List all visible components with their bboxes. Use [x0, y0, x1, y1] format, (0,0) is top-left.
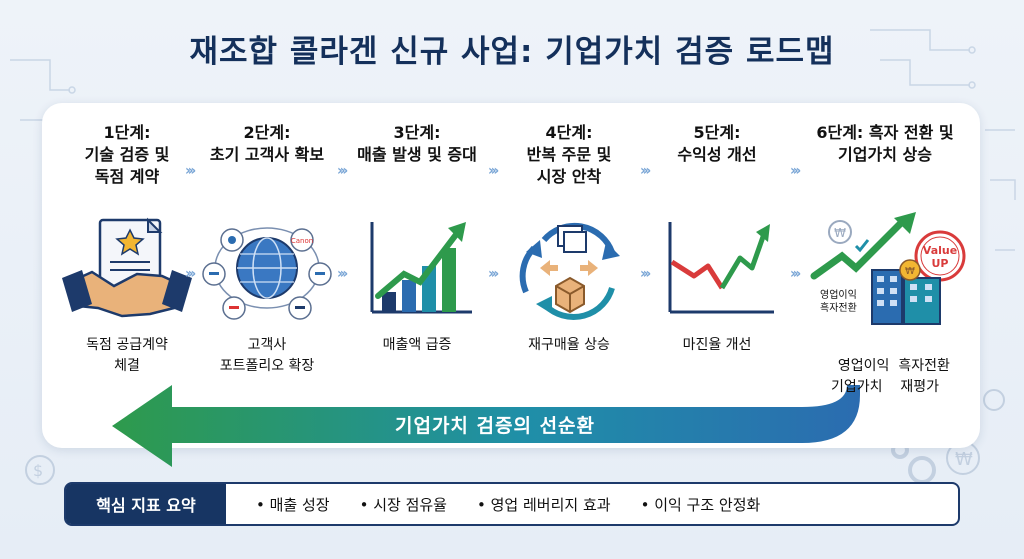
chevron-right-icon: ››› [337, 266, 348, 282]
roadmap-panel [42, 103, 980, 448]
profit-value-up-icon: ₩ Value UP ₩ 영업이익 흑자전환 [810, 212, 966, 325]
stage-3-caption: 매출액 급증 [382, 337, 452, 353]
stage-4-caption: 재구매율 상승 [528, 337, 610, 353]
coin-icon: ₩ [828, 220, 852, 244]
chevron-right-icon: ››› [640, 266, 651, 282]
chevron-right-icon: ››› [790, 266, 801, 282]
svg-text:영업이익: 영업이익 [820, 288, 857, 301]
sales-growth-chart-icon [370, 222, 472, 314]
repeat-order-cycle-icon [519, 222, 620, 320]
stage-5-caption: 마진율 개선 [682, 337, 752, 353]
cycle-arrow [112, 385, 860, 467]
stage-3: 3단계:매출 발생 및 증대 매출액 급증 [342, 122, 492, 353]
summary-item: 영업 레버리지 효과 [477, 494, 611, 515]
summary-item: 이익 구조 안정화 [641, 494, 760, 515]
stage-5-title: 5단계:수익성 개선 [677, 123, 757, 164]
chevron-right-icon: ››› [488, 266, 499, 282]
chevron-right-icon: ››› [185, 266, 196, 282]
svg-text:₩: ₩ [834, 226, 846, 240]
chevron-right-icon: ››› [185, 163, 196, 179]
summary-item: 매출 성장 [256, 494, 330, 515]
customer-network-icon: Canon [202, 227, 332, 320]
svg-text:UP: UP [932, 257, 949, 270]
svg-text:₩: ₩ [905, 266, 915, 277]
building-icon [871, 269, 941, 325]
svg-text:$: $ [33, 461, 43, 480]
page-title: 재조합 콜라겐 신규 사업: 기업가치 검증 로드맵 [189, 34, 835, 70]
chevron-right-icon: ››› [790, 163, 801, 179]
cycle-label: 기업가치 검증의 선순환 [394, 415, 596, 437]
svg-text:Canon: Canon [291, 237, 313, 245]
summary-label: 핵심 지표 요약 [66, 484, 226, 524]
chevron-right-icon: ››› [640, 163, 651, 179]
summary-items: 매출 성장 시장 점유율 영업 레버리지 효과 이익 구조 안정화 [256, 484, 790, 524]
svg-text:흑자전환: 흑자전환 [820, 301, 857, 314]
stage-2-title: 2단계:초기 고객사 확보 [209, 123, 325, 164]
stage-3-title: 3단계:매출 발생 및 증대 [357, 123, 477, 164]
contract-handshake-icon [62, 217, 192, 318]
chevron-right-icon: ››› [488, 163, 499, 179]
key-metrics-summary: 핵심 지표 요약 매출 성장 시장 점유율 영업 레버리지 효과 이익 구조 안… [64, 482, 960, 526]
stage-5: 5단계:수익성 개선 마진율 개선 [642, 122, 792, 353]
svg-text:₩: ₩ [955, 449, 973, 470]
chevron-right-icon: ››› [337, 163, 348, 179]
summary-item: 시장 점유율 [360, 494, 447, 515]
margin-improvement-chart-icon [668, 222, 774, 314]
svg-text:Value: Value [923, 244, 957, 257]
gear-icon [891, 441, 936, 484]
